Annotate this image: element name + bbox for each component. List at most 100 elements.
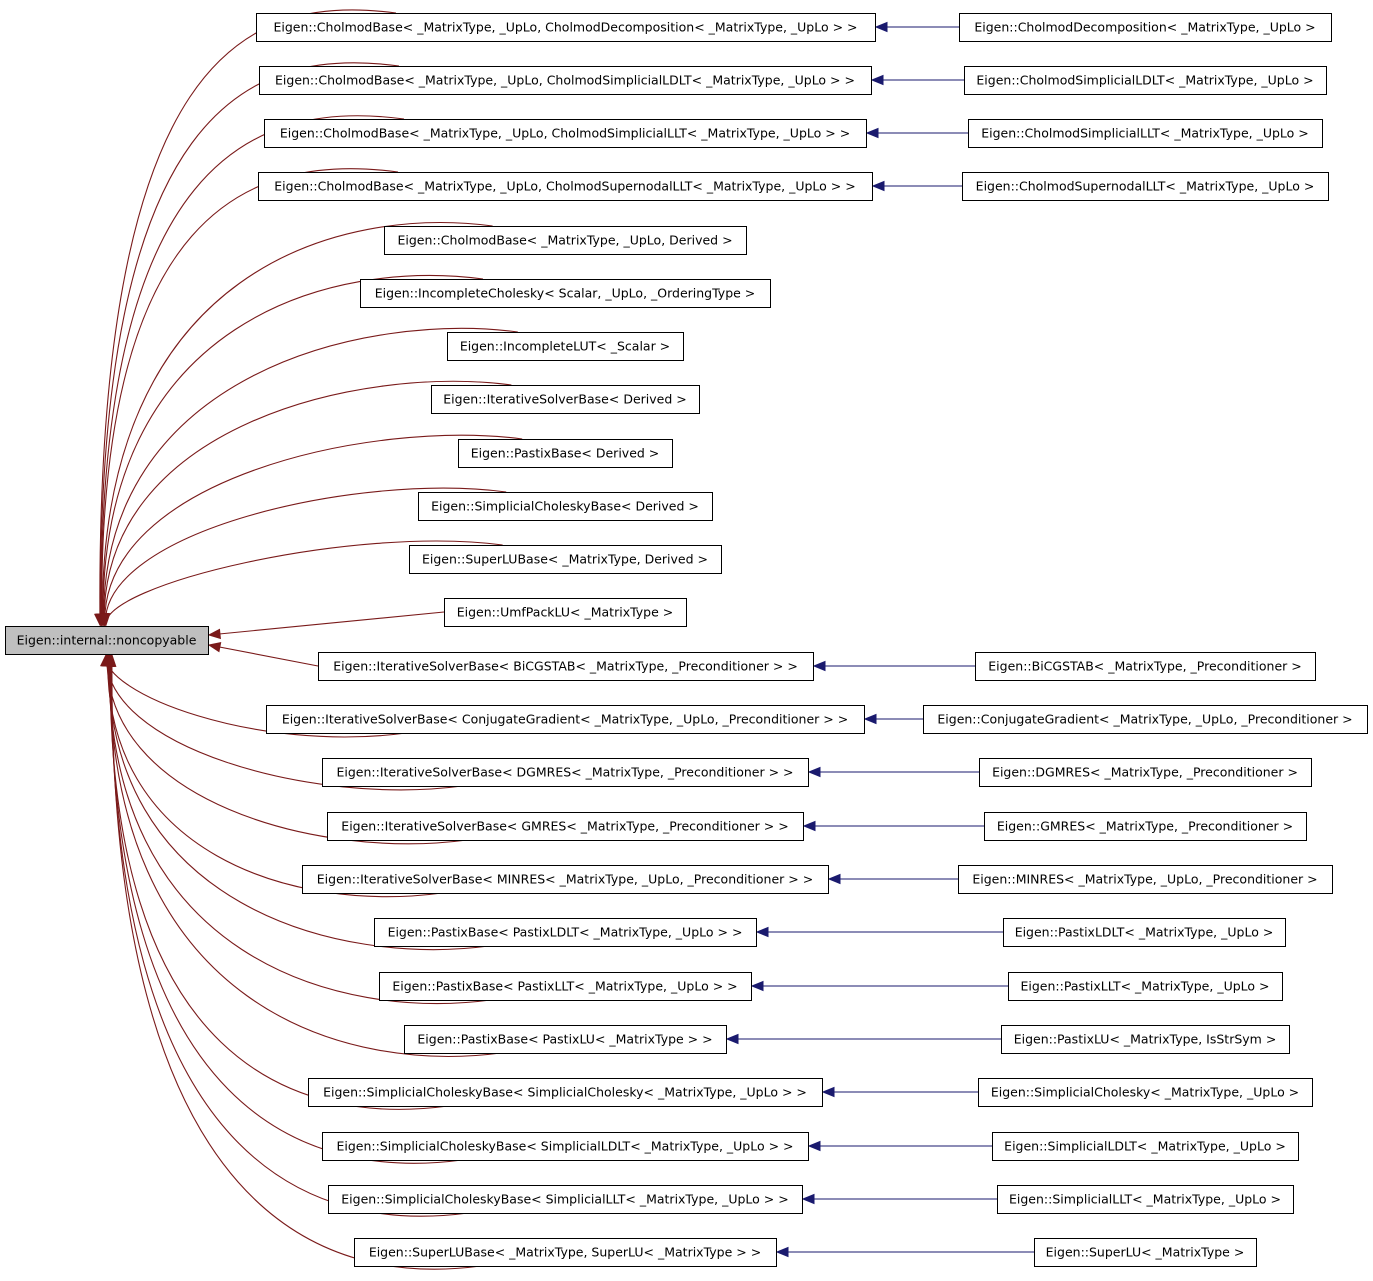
derive-arrowhead-r15 [802, 820, 816, 832]
node-iterativesolverbase-conjugategradient-matrixtype-uplo-preconditioner[interactable]: Eigen::IterativeSolverBase< ConjugateGra… [266, 705, 865, 734]
inherit-edge-m0 [99, 9, 397, 626]
node-simplicialcholesky-matrixtype-uplo[interactable]: Eigen::SimplicialCholesky< _MatrixType, … [978, 1078, 1313, 1107]
node-cholmoddecomposition-matrixtype-uplo[interactable]: Eigen::CholmodDecomposition< _MatrixType… [959, 13, 1332, 42]
node-gmres-matrixtype-preconditioner[interactable]: Eigen::GMRES< _MatrixType, _Precondition… [984, 812, 1307, 841]
node-dgmres-matrixtype-preconditioner[interactable]: Eigen::DGMRES< _MatrixType, _Preconditio… [979, 758, 1312, 787]
node-cholmodbase-matrixtype-uplo-cholmodsimplicialllt-matrixtype-uplo-box [264, 119, 867, 148]
node-root-noncopyable-label: Eigen::internal::noncopyable [17, 633, 197, 648]
node-simplicialcholeskybase-derived-label: Eigen::SimplicialCholeskyBase< Derived > [431, 499, 699, 514]
node-gmres-matrixtype-preconditioner-label: Eigen::GMRES< _MatrixType, _Precondition… [997, 819, 1293, 834]
node-pastixbase-pastixldlt-matrixtype-uplo-box [374, 918, 757, 947]
node-root-noncopyable[interactable]: Eigen::internal::noncopyable [5, 626, 209, 655]
node-incompletelut-scalar[interactable]: Eigen::IncompleteLUT< _Scalar > [447, 332, 684, 361]
node-pastixbase-derived-label: Eigen::PastixBase< Derived > [471, 446, 660, 461]
node-simplicialllt-matrixtype-uplo[interactable]: Eigen::SimplicialLLT< _MatrixType, _UpLo… [997, 1185, 1294, 1214]
node-iterativesolverbase-conjugategradient-matrixtype-uplo-preconditioner-label: Eigen::IterativeSolverBase< ConjugateGra… [282, 712, 848, 727]
derive-arrowhead-r19 [725, 1033, 739, 1045]
node-superlubase-matrixtype-derived[interactable]: Eigen::SuperLUBase< _MatrixType, Derived… [409, 545, 722, 574]
node-cholmodsupernodalllt-matrixtype-uplo-box [962, 172, 1329, 201]
node-cholmodbase-matrixtype-uplo-cholmoddecomposition-matrixtype-uplo-box [256, 13, 876, 42]
node-pastixbase-pastixlu-matrixtype-label: Eigen::PastixBase< PastixLU< _MatrixType… [417, 1032, 712, 1047]
node-simplicialcholeskybase-simplicialldlt-matrixtype-uplo-label: Eigen::SimplicialCholeskyBase< Simplicia… [336, 1139, 793, 1154]
node-pastixbase-pastixlu-matrixtype[interactable]: Eigen::PastixBase< PastixLU< _MatrixType… [404, 1025, 727, 1054]
node-bicgstab-matrixtype-preconditioner-box [975, 652, 1316, 681]
node-pastixbase-pastixllt-matrixtype-uplo-label: Eigen::PastixBase< PastixLLT< _MatrixTyp… [392, 979, 737, 994]
node-cholmodbase-matrixtype-uplo-cholmoddecomposition-matrixtype-uplo-label: Eigen::CholmodBase< _MatrixType, _UpLo, … [273, 20, 857, 35]
node-iterativesolverbase-bicgstab-matrixtype-preconditioner[interactable]: Eigen::IterativeSolverBase< BiCGSTAB< _M… [318, 652, 814, 681]
node-cholmodbase-matrixtype-uplo-cholmodsupernodalllt-matrixtype-uplo[interactable]: Eigen::CholmodBase< _MatrixType, _UpLo, … [258, 172, 873, 201]
node-cholmodsimplicialllt-matrixtype-uplo-box [968, 119, 1323, 148]
node-simplicialcholeskybase-derived[interactable]: Eigen::SimplicialCholeskyBase< Derived > [418, 492, 713, 521]
node-simplicialcholeskybase-simplicialcholesky-matrixtype-uplo-label: Eigen::SimplicialCholeskyBase< Simplicia… [323, 1085, 807, 1100]
derive-arrowhead-r1 [870, 74, 884, 86]
node-simplicialcholesky-matrixtype-uplo-box [978, 1078, 1313, 1107]
node-pastixlu-matrixtype-isstrsym[interactable]: Eigen::PastixLU< _MatrixType, IsStrSym > [1001, 1025, 1290, 1054]
node-umfpacklu-matrixtype[interactable]: Eigen::UmfPackLU< _MatrixType > [444, 598, 687, 627]
node-iterativesolverbase-minres-matrixtype-uplo-preconditioner-box [302, 865, 829, 894]
node-bicgstab-matrixtype-preconditioner-label: Eigen::BiCGSTAB< _MatrixType, _Precondit… [988, 659, 1301, 674]
node-cholmoddecomposition-matrixtype-uplo-label: Eigen::CholmodDecomposition< _MatrixType… [974, 20, 1315, 35]
node-iterativesolverbase-dgmres-matrixtype-preconditioner[interactable]: Eigen::IterativeSolverBase< DGMRES< _Mat… [322, 758, 809, 787]
inherit-edge-m10 [105, 540, 503, 626]
node-pastixlu-matrixtype-isstrsym-label: Eigen::PastixLU< _MatrixType, IsStrSym > [1014, 1032, 1277, 1047]
node-root-noncopyable-box [5, 626, 209, 655]
node-superlu-matrixtype[interactable]: Eigen::SuperLU< _MatrixType > [1034, 1238, 1257, 1267]
node-cholmoddecomposition-matrixtype-uplo-box [959, 13, 1332, 42]
node-superlu-matrixtype-box [1034, 1238, 1257, 1267]
inherit-edge-m23 [111, 654, 481, 1270]
inherit-edge-m11 [208, 611, 445, 636]
node-cholmodbase-matrixtype-uplo-cholmodsimplicialllt-matrixtype-uplo[interactable]: Eigen::CholmodBase< _MatrixType, _UpLo, … [264, 119, 867, 148]
node-iterativesolverbase-bicgstab-matrixtype-preconditioner-label: Eigen::IterativeSolverBase< BiCGSTAB< _M… [333, 659, 798, 674]
inherit-edge-m20 [109, 654, 449, 1110]
node-simplicialcholeskybase-simplicialllt-matrixtype-uplo[interactable]: Eigen::SimplicialCholeskyBase< Simplicia… [328, 1185, 803, 1214]
node-incompletecholesky-scalar-uplo-orderingtype[interactable]: Eigen::IncompleteCholesky< Scalar, _UpLo… [360, 279, 771, 308]
node-simplicialllt-matrixtype-uplo-box [997, 1185, 1294, 1214]
node-pastixllt-matrixtype-uplo[interactable]: Eigen::PastixLLT< _MatrixType, _UpLo > [1008, 972, 1283, 1001]
node-cholmodsimplicialllt-matrixtype-uplo[interactable]: Eigen::CholmodSimplicialLLT< _MatrixType… [968, 119, 1323, 148]
node-cholmodbase-matrixtype-uplo-cholmodsimplicialllt-matrixtype-uplo-label: Eigen::CholmodBase< _MatrixType, _UpLo, … [280, 126, 850, 141]
derive-arrowhead-r14 [807, 766, 821, 778]
node-simplicialcholeskybase-simplicialcholesky-matrixtype-uplo[interactable]: Eigen::SimplicialCholeskyBase< Simplicia… [308, 1078, 823, 1107]
derive-arrowhead-r0 [874, 21, 888, 33]
node-pastixbase-pastixldlt-matrixtype-uplo[interactable]: Eigen::PastixBase< PastixLDLT< _MatrixTy… [374, 918, 757, 947]
node-simplicialldlt-matrixtype-uplo-label: Eigen::SimplicialLDLT< _MatrixType, _UpL… [1004, 1139, 1286, 1154]
inherit-edge-m12 [208, 644, 319, 667]
node-superlubase-matrixtype-superlu-matrixtype-label: Eigen::SuperLUBase< _MatrixType, SuperLU… [369, 1245, 761, 1260]
inherit-edge-m19 [109, 654, 501, 1057]
node-iterativesolverbase-conjugategradient-matrixtype-uplo-preconditioner-box [266, 705, 865, 734]
inherit-edge-m2 [100, 115, 405, 626]
node-cholmodbase-matrixtype-uplo-cholmodsimplicialldlt-matrixtype-uplo-box [259, 66, 872, 95]
node-dgmres-matrixtype-preconditioner-box [979, 758, 1312, 787]
node-cholmodbase-matrixtype-uplo-derived[interactable]: Eigen::CholmodBase< _MatrixType, _UpLo, … [384, 226, 747, 255]
node-pastixldlt-matrixtype-uplo[interactable]: Eigen::PastixLDLT< _MatrixType, _UpLo > [1003, 918, 1286, 947]
node-minres-matrixtype-uplo-preconditioner[interactable]: Eigen::MINRES< _MatrixType, _UpLo, _Prec… [958, 865, 1333, 894]
node-iterativesolverbase-minres-matrixtype-uplo-preconditioner[interactable]: Eigen::IterativeSolverBase< MINRES< _Mat… [302, 865, 829, 894]
node-conjugategradient-matrixtype-uplo-preconditioner[interactable]: Eigen::ConjugateGradient< _MatrixType, _… [923, 705, 1368, 734]
node-pastixldlt-matrixtype-uplo-label: Eigen::PastixLDLT< _MatrixType, _UpLo > [1015, 925, 1274, 940]
node-bicgstab-matrixtype-preconditioner[interactable]: Eigen::BiCGSTAB< _MatrixType, _Precondit… [975, 652, 1316, 681]
node-cholmodbase-matrixtype-uplo-cholmodsimplicialldlt-matrixtype-uplo[interactable]: Eigen::CholmodBase< _MatrixType, _UpLo, … [259, 66, 872, 95]
node-simplicialldlt-matrixtype-uplo[interactable]: Eigen::SimplicialLDLT< _MatrixType, _UpL… [992, 1132, 1299, 1161]
node-cholmodbase-matrixtype-uplo-cholmodsimplicialldlt-matrixtype-uplo-label: Eigen::CholmodBase< _MatrixType, _UpLo, … [275, 73, 855, 88]
derive-arrowhead-r3 [871, 180, 885, 192]
node-pastixbase-pastixllt-matrixtype-uplo[interactable]: Eigen::PastixBase< PastixLLT< _MatrixTyp… [379, 972, 752, 1001]
derive-arrowhead-r18 [750, 980, 764, 992]
node-cholmodbase-matrixtype-uplo-cholmoddecomposition-matrixtype-uplo[interactable]: Eigen::CholmodBase< _MatrixType, _UpLo, … [256, 13, 876, 42]
node-pastixllt-matrixtype-uplo-label: Eigen::PastixLLT< _MatrixType, _UpLo > [1021, 979, 1270, 994]
node-superlubase-matrixtype-superlu-matrixtype-box [354, 1238, 777, 1267]
inherit-arrowhead-m23 [106, 653, 117, 667]
inherit-arrowhead-m10 [100, 613, 111, 627]
inherit-edge-m22 [110, 654, 469, 1217]
node-superlubase-matrixtype-superlu-matrixtype[interactable]: Eigen::SuperLUBase< _MatrixType, SuperLU… [354, 1238, 777, 1267]
inherit-edge-m16 [107, 654, 443, 898]
node-pastixbase-derived[interactable]: Eigen::PastixBase< Derived > [458, 439, 673, 468]
node-simplicialcholeskybase-simplicialldlt-matrixtype-uplo-box [322, 1132, 809, 1161]
node-incompletecholesky-scalar-uplo-orderingtype-label: Eigen::IncompleteCholesky< Scalar, _UpLo… [375, 286, 756, 301]
node-simplicialcholeskybase-simplicialldlt-matrixtype-uplo[interactable]: Eigen::SimplicialCholeskyBase< Simplicia… [322, 1132, 809, 1161]
node-pastixldlt-matrixtype-uplo-box [1003, 918, 1286, 947]
node-iterativesolverbase-derived[interactable]: Eigen::IterativeSolverBase< Derived > [431, 385, 700, 414]
node-iterativesolverbase-gmres-matrixtype-preconditioner[interactable]: Eigen::IterativeSolverBase< GMRES< _Matr… [327, 812, 804, 841]
node-cholmodsimplicialldlt-matrixtype-uplo[interactable]: Eigen::CholmodSimplicialLDLT< _MatrixTyp… [964, 66, 1327, 95]
node-cholmodsupernodalllt-matrixtype-uplo[interactable]: Eigen::CholmodSupernodalLLT< _MatrixType… [962, 172, 1329, 201]
